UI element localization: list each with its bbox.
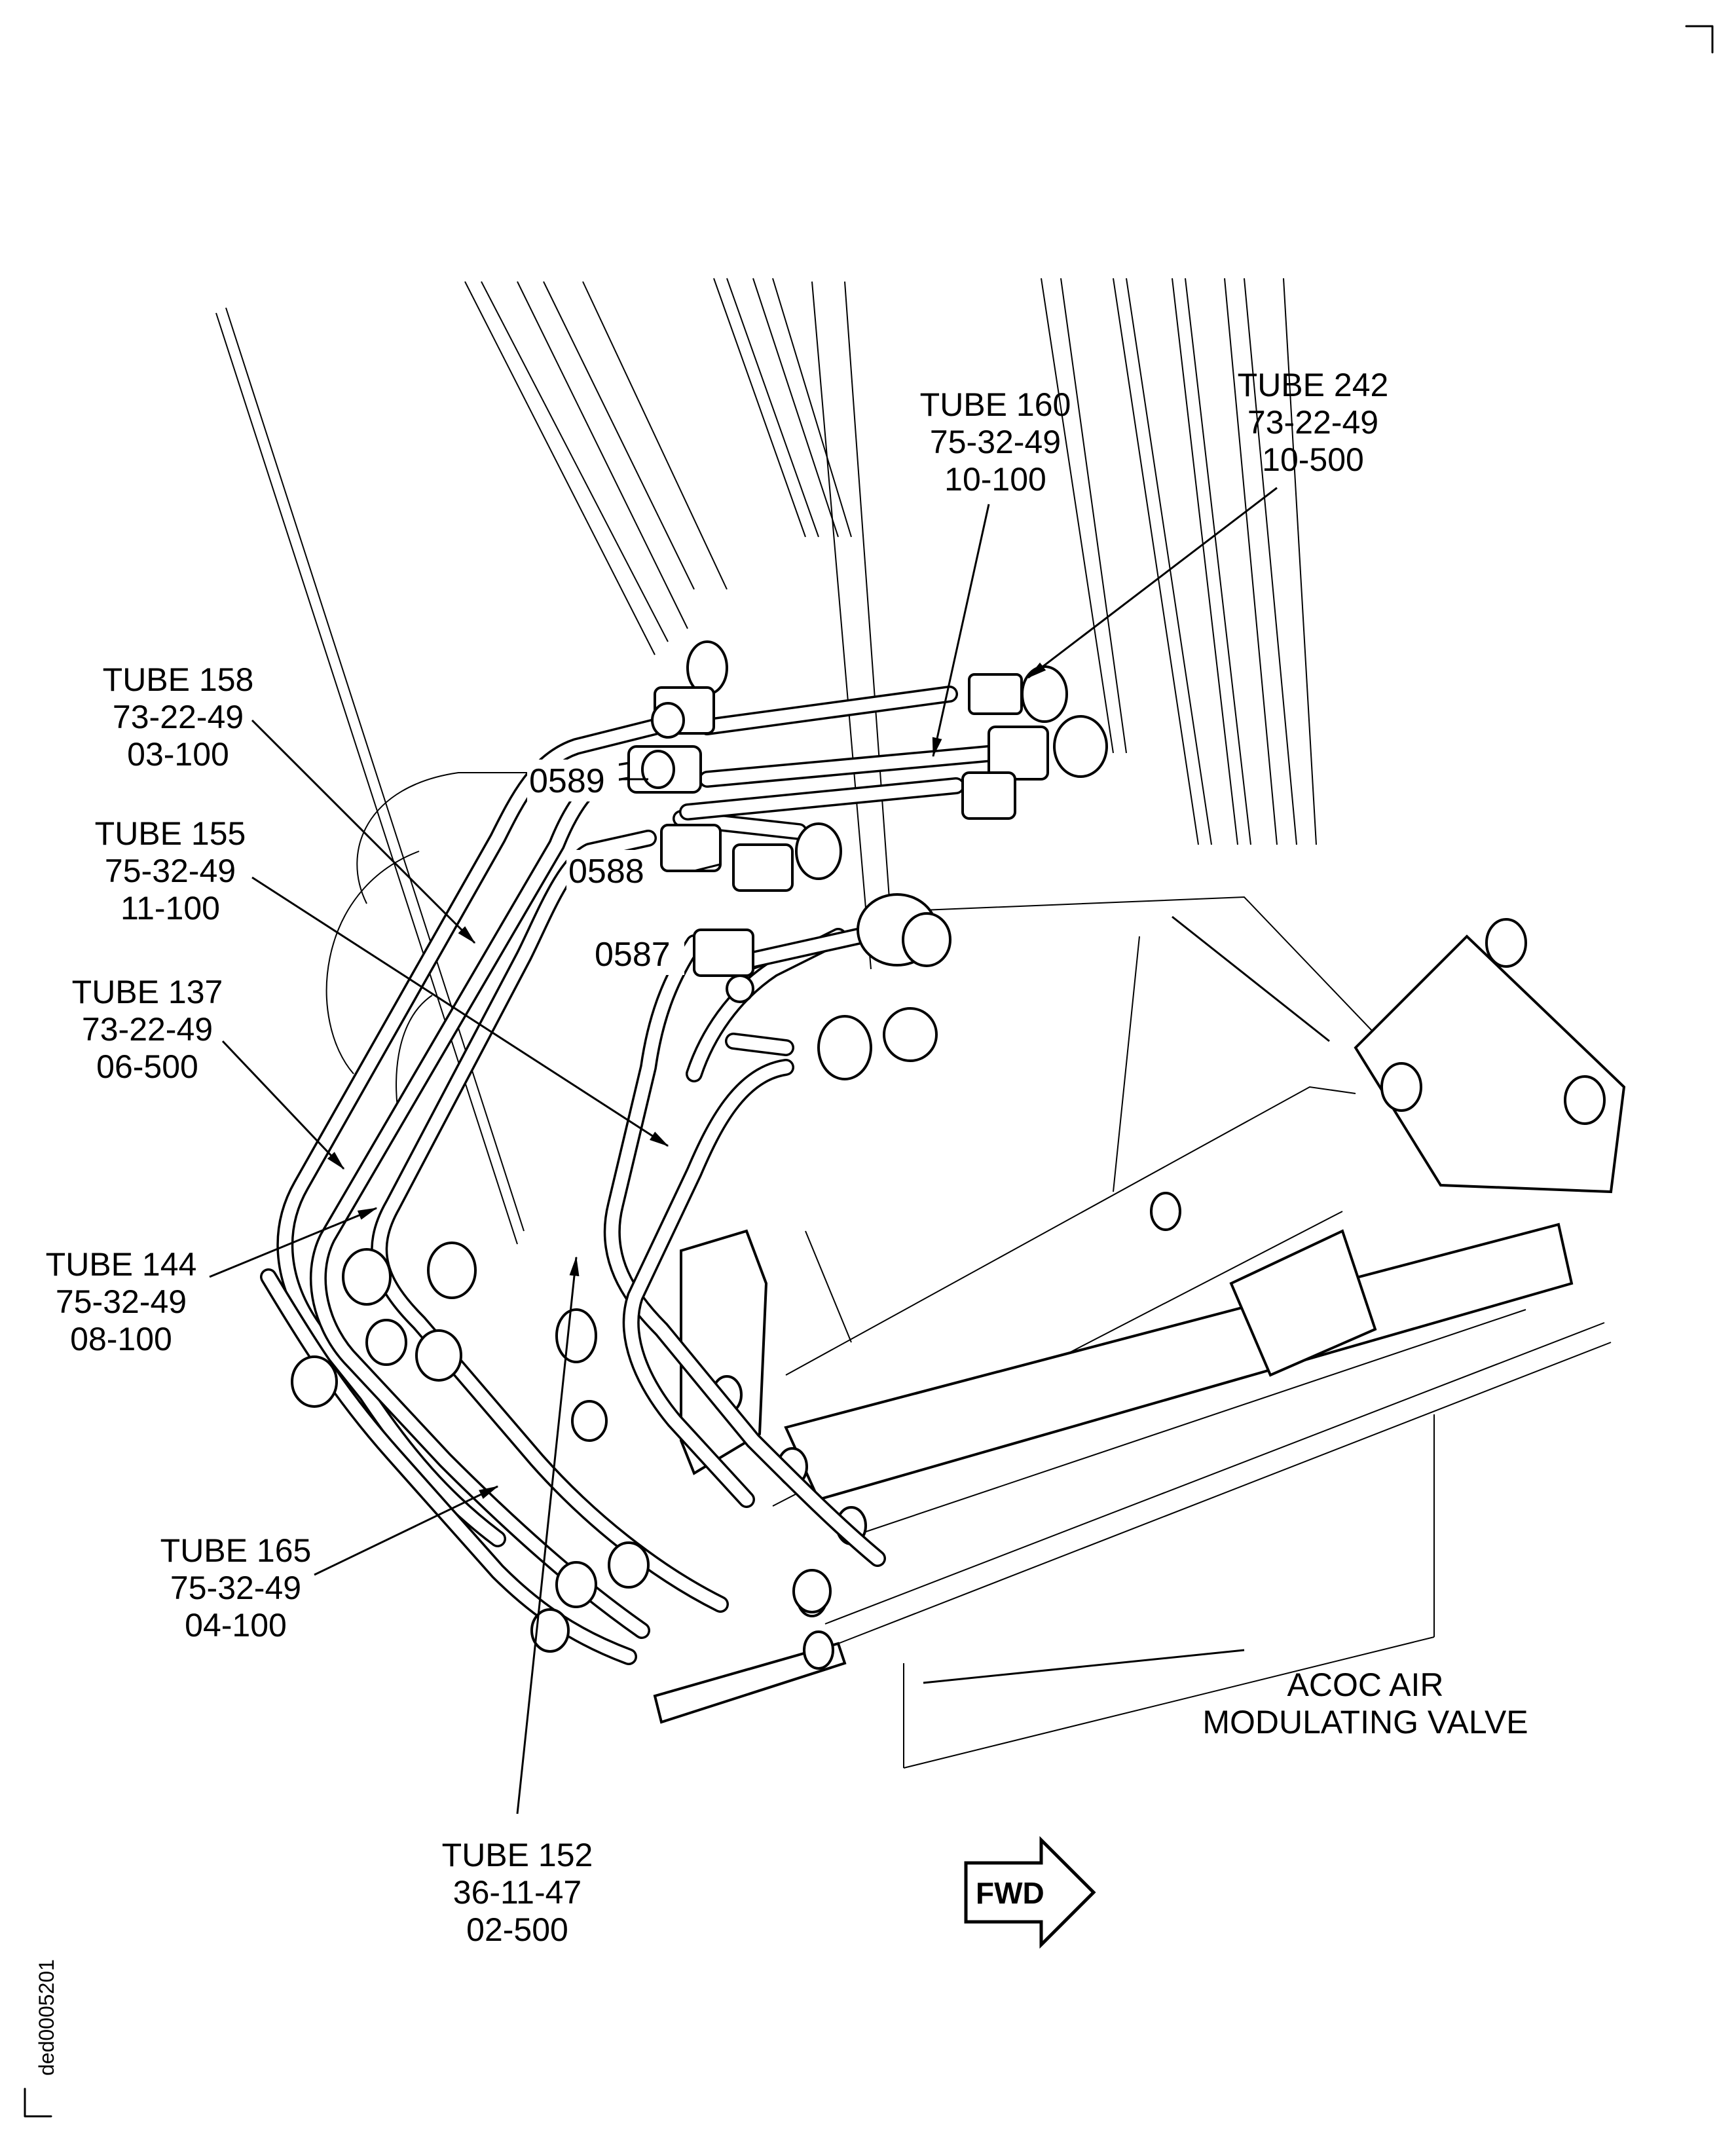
tube-144-chapter: 75-32-49 — [56, 1283, 187, 1320]
fwd-arrow-icon: FWD — [964, 1835, 1096, 1949]
code-0588: 0588 — [568, 853, 644, 891]
tube-165-chapter: 75-32-49 — [170, 1570, 301, 1606]
callout-tube-242: TUBE 242 73-22-49 10-500 — [1238, 367, 1389, 478]
tube-242-chapter: 73-22-49 — [1247, 404, 1378, 441]
callout-tube-165: TUBE 165 75-32-49 04-100 — [160, 1532, 312, 1644]
tube-158-section: 03-100 — [127, 736, 229, 773]
tube-bundle — [260, 686, 1004, 1665]
tube-155-name: TUBE 155 — [95, 815, 246, 852]
code-0587: 0587 — [595, 936, 671, 974]
mounting-plate — [653, 918, 1626, 1724]
figure-id: ded0005201 — [35, 1959, 58, 2076]
tube-144-name: TUBE 144 — [46, 1246, 197, 1283]
crop-marks — [24, 25, 1714, 2118]
tube-160-name: TUBE 160 — [920, 386, 1071, 423]
tube-137-section: 06-500 — [96, 1048, 198, 1085]
tube-160-chapter: 75-32-49 — [930, 424, 1061, 460]
tube-242-name: TUBE 242 — [1238, 367, 1389, 403]
clamp-codes: 0589 0588 0587 — [527, 760, 684, 975]
tube-165-section: 04-100 — [185, 1607, 287, 1644]
callout-tube-158: TUBE 158 73-22-49 03-100 — [103, 661, 254, 773]
callout-tube-152: TUBE 152 36-11-47 02-500 — [442, 1837, 593, 1948]
tube-144-section: 08-100 — [70, 1321, 172, 1357]
tube-152-chapter: 36-11-47 — [453, 1874, 582, 1911]
tube-158-chapter: 73-22-49 — [113, 699, 244, 735]
fwd-label: FWD — [976, 1876, 1044, 1910]
valve-label: ACOC AIR MODULATING VALVE — [1202, 1666, 1528, 1740]
callout-tube-155: TUBE 155 75-32-49 11-100 — [95, 815, 246, 927]
tube-152-name: TUBE 152 — [442, 1837, 593, 1873]
tube-137-chapter: 73-22-49 — [82, 1011, 213, 1048]
fittings — [291, 640, 1108, 1653]
structure-lines — [215, 278, 1612, 1769]
tube-160-section: 10-100 — [944, 461, 1046, 498]
valve-label-line-1: ACOC AIR — [1287, 1666, 1444, 1703]
callout-leaders — [209, 487, 1330, 1814]
callout-tube-144: TUBE 144 75-32-49 08-100 — [46, 1246, 197, 1357]
tube-155-chapter: 75-32-49 — [105, 853, 236, 889]
tube-152-section: 02-500 — [466, 1911, 568, 1948]
callout-tube-160: TUBE 160 75-32-49 10-100 — [920, 386, 1071, 498]
callout-tube-137: TUBE 137 73-22-49 06-500 — [72, 974, 223, 1085]
tube-242-section: 10-500 — [1262, 441, 1364, 478]
tube-137-name: TUBE 137 — [72, 974, 223, 1010]
valve-label-line-2: MODULATING VALVE — [1202, 1704, 1528, 1740]
tube-158-name: TUBE 158 — [103, 661, 254, 698]
tube-165-name: TUBE 165 — [160, 1532, 312, 1569]
tube-155-section: 11-100 — [120, 890, 220, 927]
code-0589: 0589 — [529, 762, 605, 800]
